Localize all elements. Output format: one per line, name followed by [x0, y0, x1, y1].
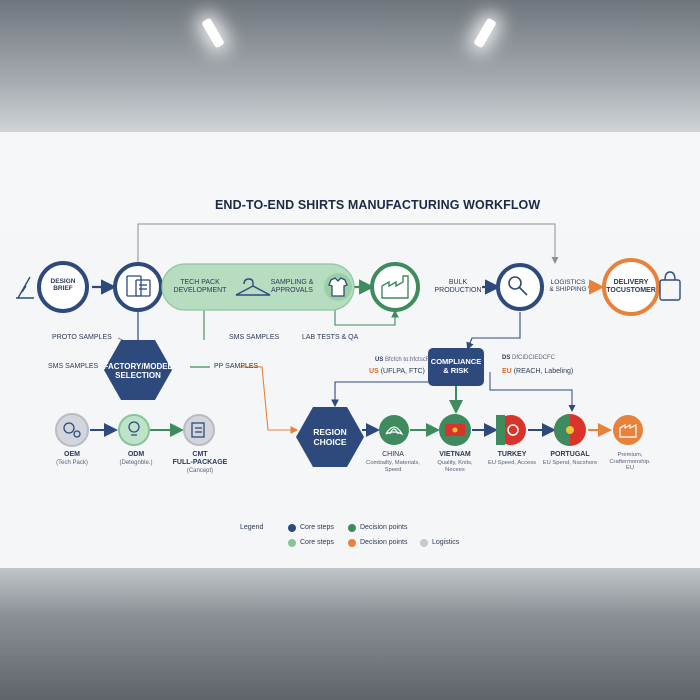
eu-tag: DS — [502, 355, 511, 361]
development-sampling-pill — [161, 263, 355, 311]
factory-to-region-connector — [240, 366, 299, 434]
pp-samples-label: PP SAMPLES — [214, 363, 259, 370]
cmt-sub: (Cancept) — [186, 468, 214, 474]
magnifier-icon — [508, 276, 528, 296]
china-node — [379, 415, 409, 445]
turkey-label: TURKEY — [497, 451, 527, 458]
legend-title: Legend — [240, 524, 264, 531]
factory-icon — [619, 423, 637, 438]
turkey-flag-green — [496, 415, 505, 445]
factory-selection-label: FACTORY/MODEL SELECTION — [103, 362, 173, 381]
us-heading-text: Bfcfch to:hfctscF — [385, 357, 430, 363]
us-region-tag: US — [369, 368, 379, 375]
vietnam-sub: Quality, Knits, Necees — [437, 460, 473, 473]
bulk-to-compliance-connector — [466, 312, 521, 351]
legend-marker-logistics — [420, 539, 428, 547]
eu-compliance-detail: EU (REACH, Labeling) — [502, 368, 573, 376]
legend-markers — [288, 524, 428, 547]
turkey-sub: EU Speed, Access — [487, 460, 537, 466]
compliance-box — [428, 348, 484, 386]
logistics-label: LOGISTICS & SHIPPING — [549, 279, 587, 294]
legend-item-core-steps: Core steps — [300, 524, 334, 531]
premium-node — [613, 415, 643, 445]
cmt-node — [183, 414, 215, 446]
bulk-production-node — [370, 262, 420, 312]
portugal-sub: EU Spend, Nacshore — [542, 460, 598, 466]
us-compliance-heading: US Bfcfch to:hfctscF — [375, 357, 429, 364]
us-tag: US — [375, 357, 384, 363]
sms-samples-mid-label: SMS SAMPLES — [229, 334, 280, 341]
eu-compliance-heading: DS DfCIDCIEDCFC — [502, 355, 555, 362]
factory-selection-hexagon — [104, 340, 172, 400]
us-compliance-detail: US (UFLPA, FTC) — [369, 368, 425, 376]
compliance-to-region-connector — [331, 381, 428, 408]
turkey-flag-icon — [507, 424, 519, 436]
tech-pack-node — [113, 262, 163, 312]
sampling-label: SAMPLING & APPROVALS — [270, 279, 314, 295]
legend-item-decision-points-orange: Decision points — [360, 539, 408, 546]
legend-marker-decision — [348, 524, 356, 532]
odm-node — [118, 414, 150, 446]
design-brief-node — [37, 261, 89, 313]
eu-heading-text: DfCIDCIEDCFC — [512, 355, 556, 361]
bulk-production-label: BULK PRODUCTION — [434, 279, 482, 295]
eu-connector — [489, 372, 576, 412]
china-label: CHINA — [382, 451, 404, 458]
region-choice-label: REGION CHOICE — [313, 427, 347, 447]
cmt-label: CMT FULL-PACKAGE — [172, 451, 228, 467]
tech-pack-label: TECH PACK DEVELOPMENT — [173, 279, 227, 295]
lab-tests-label: LAB TESTS & QA — [302, 334, 359, 341]
portugal-flag-icon — [554, 414, 570, 446]
pencil-ruler-icon — [16, 276, 34, 299]
gears-icon — [63, 422, 81, 438]
eu-regulations: (REACH, Labeling) — [513, 368, 574, 375]
legend-item-core-steps-light: Core steps — [300, 539, 334, 546]
feedback-loop-connector — [137, 223, 559, 264]
china-sub: Combailty, Materials, Speed — [366, 460, 420, 473]
odm-sub: (Detegnble.) — [119, 460, 153, 466]
vietnam-label: VIETNAM — [439, 451, 471, 458]
oem-label: OEM — [64, 451, 80, 458]
portugal-label: PORTUGAL — [550, 451, 590, 458]
proto-samples-label: PROTO SAMPLES — [52, 334, 112, 341]
region-choice-hexagon — [296, 407, 364, 467]
design-brief-label: DESIGN BRIEF — [50, 278, 76, 293]
odm-label: ODM — [127, 451, 145, 458]
lab-tests-connector — [334, 305, 399, 326]
tech-pack-document-icon — [126, 275, 151, 297]
oem-sub: (Tech Pack) — [56, 460, 88, 466]
lightbulb-icon — [128, 421, 140, 436]
shopping-bag-icon — [659, 271, 681, 301]
legend-item-logistics: Logistics — [432, 539, 460, 546]
delivery-label: DELIVERY TOCUSTOMER — [606, 279, 656, 295]
legend-item-decision-points: Decision points — [360, 524, 408, 531]
document-icon — [191, 422, 205, 438]
page-title: END-TO-END SHIRTS MANUFACTURING WORKFLOW — [215, 198, 541, 212]
legend-marker-core — [288, 524, 296, 532]
compliance-label: COMPLIANCE & RISK — [430, 357, 482, 375]
sms-samples-left-label: SMS SAMPLES — [48, 363, 99, 370]
hanger-icon — [235, 278, 271, 296]
delivery-node — [602, 258, 660, 316]
eu-region-tag: EU — [502, 368, 512, 375]
legend-marker-core-light — [288, 539, 296, 547]
oem-node — [55, 413, 89, 447]
factory-icon — [381, 275, 409, 299]
premium-sub: Premium, Craftermonship. EU — [609, 452, 651, 472]
shirt-icon — [328, 277, 348, 297]
us-regulations: (UFLPA, FTC) — [380, 368, 425, 375]
legend-marker-decision-orange — [348, 539, 356, 547]
lotus-icon — [385, 426, 404, 436]
